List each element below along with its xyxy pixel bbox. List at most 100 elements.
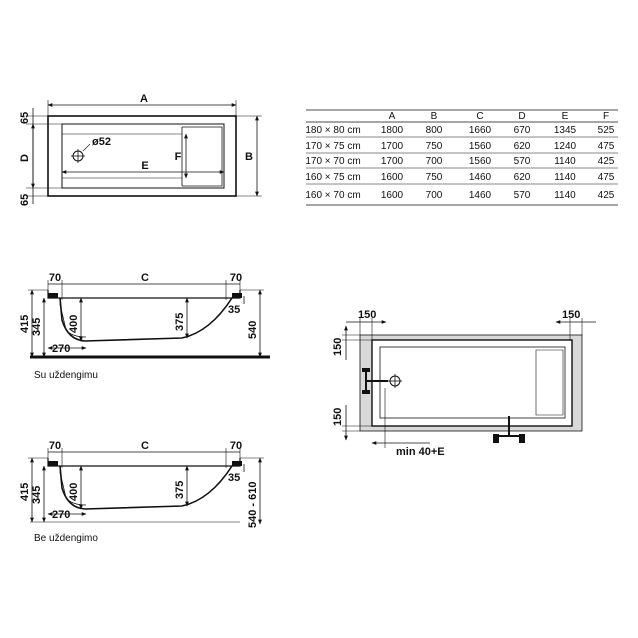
svg-text:1700: 1700 [381,156,404,167]
svg-text:425: 425 [598,156,615,167]
svg-text:620: 620 [514,141,531,152]
total-height: 540 - 610 [247,482,259,528]
svg-text:1700: 1700 [381,141,404,152]
col-header-c: C [476,111,483,122]
svg-text:670: 670 [514,125,531,136]
bottom-tap-icon [493,416,525,443]
svg-text:1140: 1140 [554,190,576,201]
dimensions-table: A B C D E F 180 × 80 cm 1800 800 1660 67… [305,109,618,206]
table-row: 170 × 75 cm 1700 750 1560 620 1240 475 [305,141,614,152]
svg-text:1660: 1660 [469,125,492,136]
min-distance-label: min 40+E [396,446,445,458]
svg-text:475: 475 [598,172,615,183]
svg-text:1600: 1600 [381,190,404,201]
col-header-f: F [603,111,609,122]
inner-height: 345 [31,318,43,336]
svg-text:800: 800 [426,125,443,136]
depth-right: 375 [174,481,186,499]
margin-top: 65 [19,112,31,124]
rim-block [232,293,242,298]
side-tap-icon [362,368,388,394]
rim-block [48,293,58,298]
tub-inner [379,346,566,419]
left-rim-dim: 70 [49,272,61,284]
svg-text:1240: 1240 [554,141,577,152]
svg-text:1345: 1345 [554,125,577,136]
svg-text:1140: 1140 [554,172,576,183]
tub-profile [59,465,233,510]
svg-text:620: 620 [514,172,531,183]
overall-height: 415 [19,483,31,501]
rim-block [48,461,58,466]
svg-text:700: 700 [426,156,443,167]
rim-gap-dim: 35 [228,304,240,316]
total-height: 540 [247,321,259,339]
label-a: A [140,93,148,105]
margin-bottom: 65 [19,194,31,206]
rim-gap-dim: 35 [228,472,240,484]
svg-text:570: 570 [514,156,531,167]
table-row: 180 × 80 cm 1800 800 1660 670 1345 525 [305,125,614,136]
svg-text:750: 750 [426,141,443,152]
right-rim-dim: 70 [230,272,242,284]
depth-left: 400 [68,315,80,333]
length-dim: C [141,440,149,452]
svg-text:525: 525 [598,125,615,136]
svg-text:475: 475 [598,141,615,152]
table-row: 160 × 75 cm 1600 750 1460 620 1140 475 [305,172,614,183]
svg-text:1460: 1460 [469,172,492,183]
label-d: D [19,154,31,162]
installation-view: 150 150 150 150 min 40+E [332,309,596,458]
left-rim-dim: 70 [49,440,61,452]
svg-text:1560: 1560 [469,156,492,167]
svg-text:1600: 1600 [381,172,404,183]
svg-text:1560: 1560 [469,141,492,152]
left-clearance: 150 [358,309,376,321]
tub-profile [59,297,233,342]
tub-inner [61,123,225,189]
caption-without-cover: Be uždengimo [34,533,98,544]
svg-text:570: 570 [514,190,531,201]
depth-left: 400 [68,483,80,501]
rim-block [232,461,242,466]
offset-dim: 270 [52,343,70,355]
tub-slope [181,126,223,187]
svg-text:1460: 1460 [469,190,492,201]
svg-text:1140: 1140 [554,156,576,167]
svg-text:700: 700 [426,190,443,201]
svg-text:425: 425 [598,190,615,201]
bottom-clearance: 150 [332,408,344,426]
top-view: ø52 A E F B D 65 65 [19,93,262,206]
section-without-cover: 70 C 70 400 375 35 540 - 610 415 345 270… [19,440,264,544]
tub-outline [47,115,237,197]
section-with-cover: 70 C 70 400 375 35 540 415 345 270 Su už… [19,272,270,381]
offset-dim: 270 [52,509,70,521]
table-row: 170 × 70 cm 1700 700 1560 570 1140 425 [305,156,614,167]
drain-label: ø52 [92,136,111,148]
svg-text:180 × 80 cm: 180 × 80 cm [305,125,360,136]
svg-text:160 × 75 cm: 160 × 75 cm [305,172,360,183]
top-clearance: 150 [332,338,344,356]
col-header-d: D [518,111,525,122]
label-e: E [141,160,148,172]
svg-text:750: 750 [426,172,443,183]
svg-text:160 × 70 cm: 160 × 70 cm [305,190,360,201]
label-b: B [245,151,253,163]
svg-text:1800: 1800 [381,125,404,136]
overall-height: 415 [19,315,31,333]
tub-outline [371,339,573,427]
depth-right: 375 [174,313,186,331]
col-header-e: E [562,111,569,122]
caption-with-cover: Su uždengimu [34,370,98,381]
length-dim: C [141,272,149,284]
svg-text:170 × 75 cm: 170 × 75 cm [305,141,360,152]
right-rim-dim: 70 [230,440,242,452]
inner-height: 345 [31,486,43,504]
col-header-b: B [431,111,438,122]
col-header-a: A [389,111,396,122]
label-f: F [175,151,182,163]
right-clearance: 150 [562,309,580,321]
table-row: 160 × 70 cm 1600 700 1460 570 1140 425 [305,190,614,201]
